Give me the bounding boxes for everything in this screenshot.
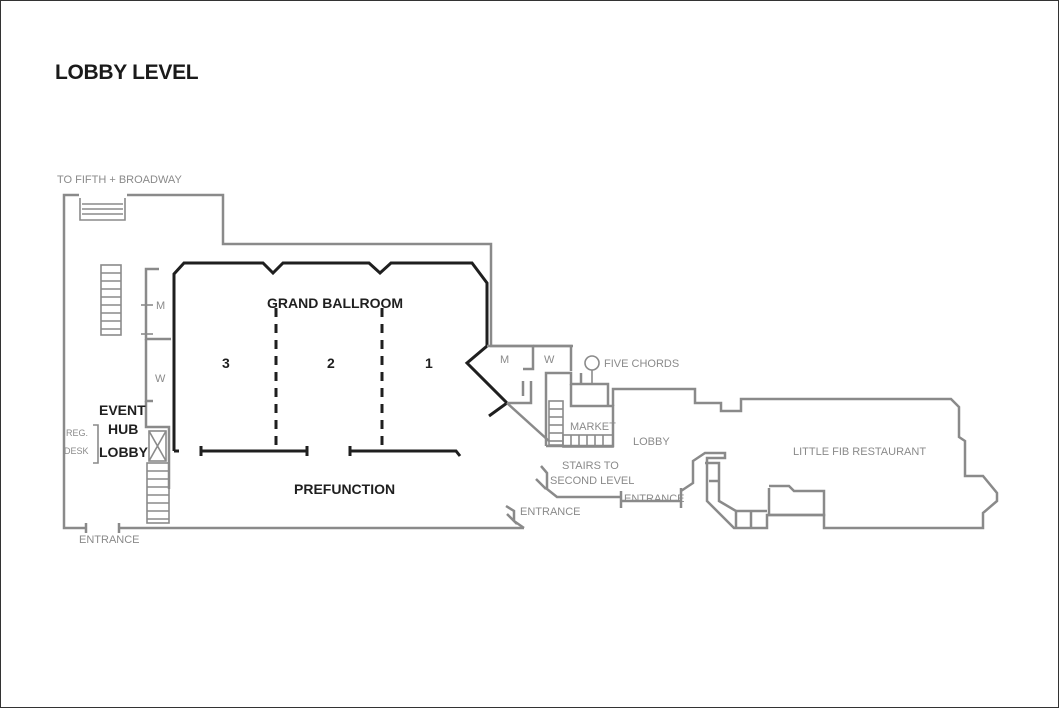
stairs-bottom-left (146, 462, 170, 524)
stairs-top-left (79, 198, 126, 221)
event-hub-lobby-label-line2: HUB (108, 421, 138, 437)
to-fifth-broadway-label: TO FIFTH + BROADWAY (57, 174, 182, 186)
ballroom-section-2: 2 (327, 355, 335, 371)
reg-desk-label-line2: DESK (64, 446, 89, 456)
lower-corridor (505, 465, 621, 530)
building-outline-left (62, 193, 573, 530)
second-level-label: SECOND LEVEL (550, 475, 634, 487)
entrance-left-label: ENTRANCE (79, 534, 140, 546)
entrance-right-label: ENTRANCE (624, 493, 685, 505)
stairs-to-label: STAIRS TO (562, 460, 619, 472)
restroom-women-left: W (155, 373, 166, 385)
market-label: MARKET (570, 421, 616, 433)
restroom-men-center: M (500, 354, 509, 366)
restrooms-center (487, 344, 573, 442)
restaurant-interior (705, 461, 826, 528)
market-stairs-block (544, 371, 615, 448)
restroom-men-left: M (156, 300, 165, 312)
lobby-right-label: LOBBY (633, 436, 670, 448)
reg-desk-bracket (93, 424, 99, 464)
entrance-left-marker (84, 523, 121, 533)
ballroom-section-3: 3 (222, 355, 230, 371)
page-title: LOBBY LEVEL (55, 61, 199, 84)
grand-ballroom-outline (172, 261, 510, 451)
five-chords-marker (584, 355, 600, 384)
reg-desk-label-line1: REG. (66, 428, 88, 438)
ballroom-front-wall (199, 446, 462, 457)
event-hub-lobby-label-line3: LOBBY (99, 444, 149, 460)
prefunction-label: PREFUNCTION (294, 481, 395, 497)
five-chords-label: FIVE CHORDS (604, 358, 679, 370)
stairs-left-vertical (100, 264, 122, 336)
building-outline-right (611, 387, 999, 530)
grand-ballroom-label: GRAND BALLROOM (267, 295, 403, 311)
ballroom-section-1: 1 (425, 355, 433, 371)
entrance-center-label: ENTRANCE (520, 506, 581, 518)
event-hub-lobby-label-line1: EVENT (99, 402, 146, 418)
restroom-women-center: W (544, 354, 555, 366)
restrooms-left (141, 267, 171, 489)
little-fib-restaurant-label: LITTLE FIB RESTAURANT (793, 446, 926, 458)
